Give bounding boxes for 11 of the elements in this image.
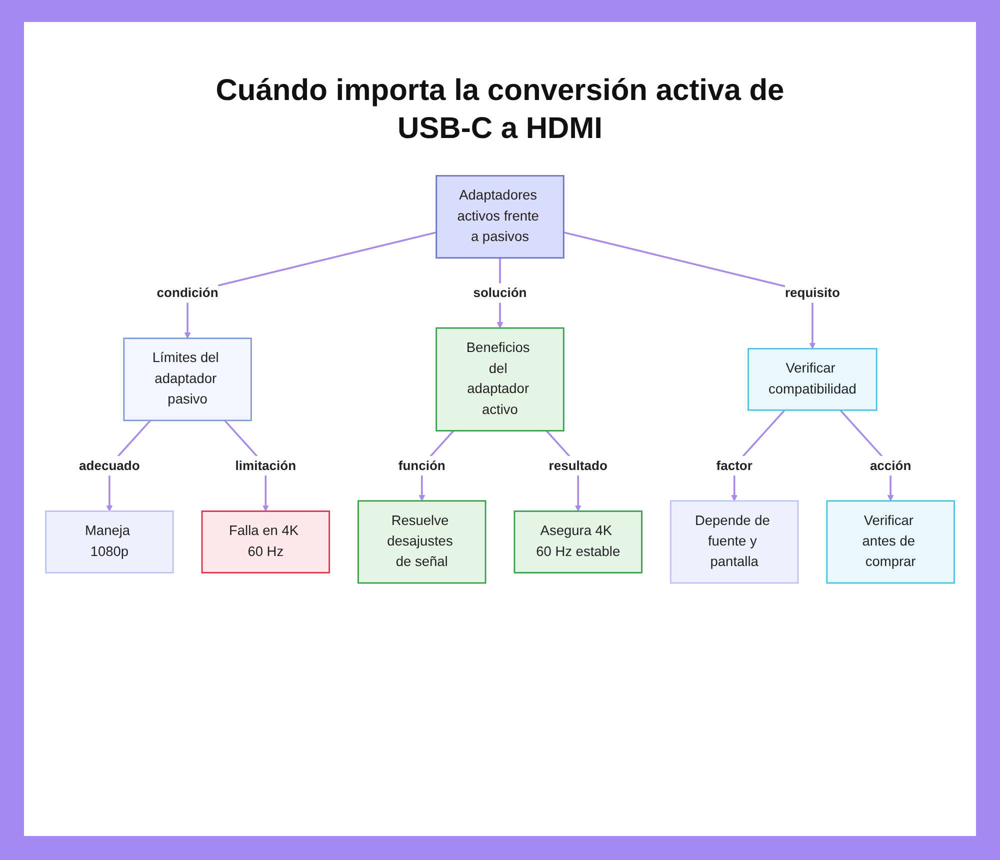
node-box: Verificar compatibilidad	[748, 348, 878, 411]
node-box: Depende de fuente y pantalla	[670, 500, 799, 584]
node-box: Resuelve desajustes de señal	[358, 500, 486, 584]
node-box: Límites del adaptador pasivo	[123, 338, 252, 422]
node-box: Adaptadores activos frente a pasivos	[436, 175, 564, 259]
title: Cuándo importa la conversión activa de USB-C a HDMI	[214, 73, 786, 147]
node-box: Verificar antes de comprar	[826, 500, 955, 584]
node-box: Beneficios del adaptador activo	[436, 327, 564, 432]
node-box: Falla en 4K 60 Hz	[201, 510, 330, 574]
node-box: Maneja 1080p	[45, 510, 174, 574]
node-box: Asegura 4K 60 Hz estable	[514, 510, 642, 574]
